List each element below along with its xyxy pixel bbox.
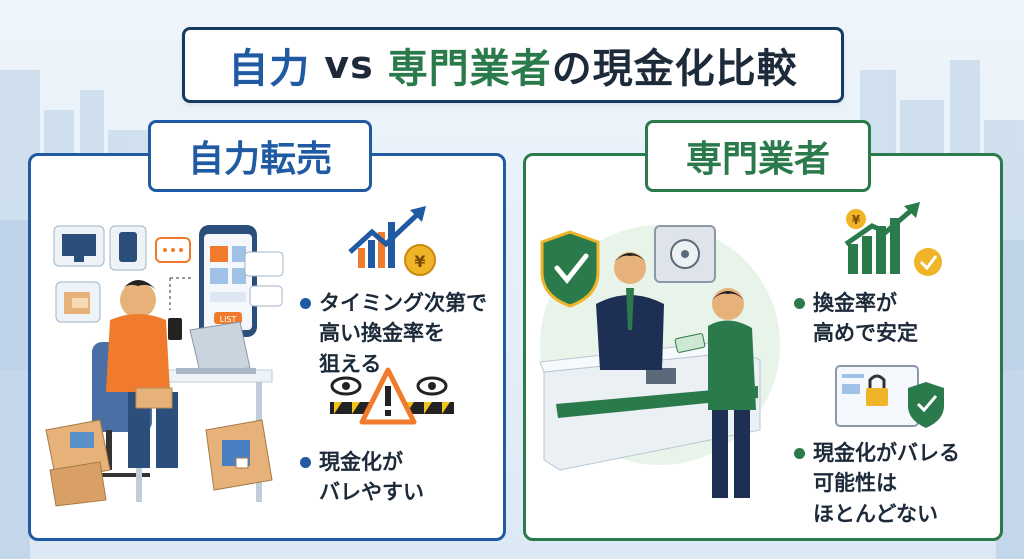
cardboard-boxes	[45, 419, 273, 507]
page-title: 自力 vs 専門業者 の現金化比較	[182, 27, 844, 103]
listing-smartphone: LIST	[199, 225, 257, 337]
bullet-dot	[794, 448, 805, 459]
dealer-safe-point: 現金化がバレる 可能性は ほとんどない	[794, 438, 960, 529]
person-self-seller	[106, 280, 182, 468]
smartphone-small-icon	[109, 225, 147, 271]
monitor-icon	[53, 225, 105, 267]
self-con-point: 現金化が バレやすい	[300, 447, 424, 508]
point-line: 現金化が	[319, 450, 403, 474]
stable-growth-chart-icon: ¥	[844, 202, 942, 276]
title-dealer: 専門業者	[387, 46, 552, 92]
safe-icon	[654, 225, 716, 283]
bullet-dot	[300, 457, 311, 468]
point-line: バレやすい	[319, 480, 424, 505]
point-line: 高い換金率を	[319, 321, 445, 346]
self-pro-point: タイミング次第で 高い換金率を 狙える	[300, 288, 487, 379]
phone-list-button: LIST	[220, 315, 237, 324]
self-resale-label: 自力転売	[148, 120, 372, 192]
point-line: 換金率が	[813, 291, 897, 315]
point-line: ほとんどない	[813, 501, 938, 526]
point-line: 可能性は	[813, 471, 897, 496]
point-line: 現金化がバレる	[813, 441, 960, 465]
secure-lock-icon	[835, 365, 944, 428]
package-small-icon	[55, 281, 101, 323]
dealer-label: 専門業者	[645, 120, 871, 192]
svg-text:¥: ¥	[852, 213, 861, 227]
point-line: 高めで安定	[813, 321, 918, 346]
dealer-pro-point: 換金率が 高めで安定	[794, 288, 918, 349]
clerk-person	[596, 252, 664, 370]
title-self: 自力	[228, 46, 311, 92]
chat-bubble-icon	[155, 237, 191, 263]
svg-text:¥: ¥	[414, 252, 425, 271]
rising-chart-icon: ¥	[348, 206, 436, 276]
customer-person	[674, 288, 756, 498]
shield-check-icon	[540, 230, 600, 308]
warning-icon	[330, 367, 454, 425]
title-suffix: の現金化比較	[551, 46, 798, 92]
bullet-dot	[794, 298, 805, 309]
laptop	[176, 321, 256, 374]
title-vs: vs	[324, 43, 374, 87]
point-line: タイミング次第で	[319, 291, 487, 315]
point-line: 狙える	[319, 351, 382, 376]
bullet-dot	[300, 298, 311, 309]
